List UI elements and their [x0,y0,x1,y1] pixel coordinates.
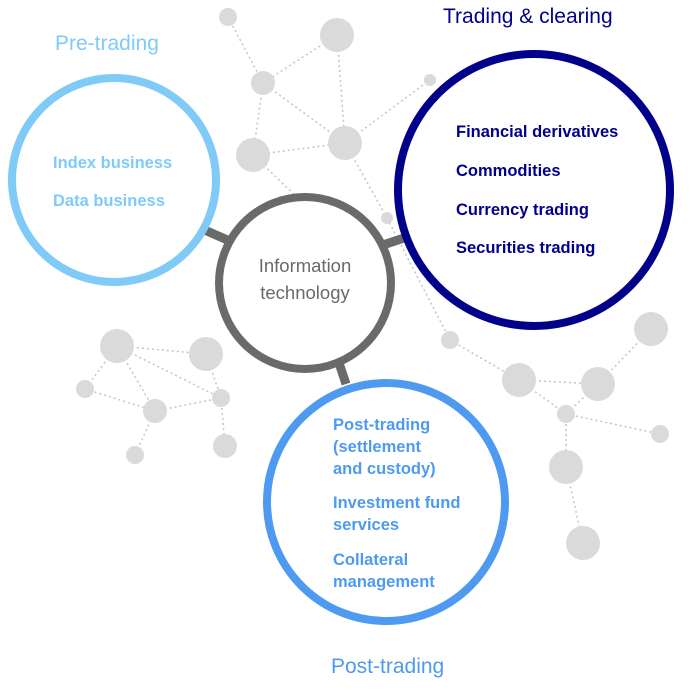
network-node [502,363,536,397]
network-node [212,389,230,407]
network-node [549,450,583,484]
network-node [634,312,668,346]
network-node [126,446,144,464]
trading-clearing-title: Trading & clearing [443,5,613,28]
post-item-fund-line1: Investment fund [333,494,461,512]
post-trading-title: Post-trading [331,655,445,678]
post-item-fund-line2: services [333,516,400,534]
network-edge [116,345,222,399]
post-item-settlement-line2: (settlement [333,438,422,456]
network-edge [262,82,346,144]
trading-item-financial-derivatives: Financial derivatives [456,123,619,141]
network-edge [84,388,156,412]
network-node [651,425,669,443]
network-node [557,405,575,423]
post-item-settlement-line3: and custody) [333,460,436,478]
trading-item-currency-trading: Currency trading [456,201,589,219]
pre-trading-item-index: Index business [53,154,173,172]
network-edge [336,34,346,144]
trading-item-commodities: Commodities [456,162,561,180]
network-node [143,399,167,423]
post-trading-item-collateral: Collateral management [333,549,435,593]
pre-trading-item-data: Data business [53,192,165,210]
network-node [236,138,270,172]
network-edge [344,142,388,219]
center-label-line2: technology [260,282,350,303]
network-node [100,329,134,363]
network-node [328,126,362,160]
network-node [381,212,393,224]
network-node [76,380,94,398]
network-node [581,367,615,401]
network-node [189,337,223,371]
network-edge [565,413,661,435]
network-node [219,8,237,26]
network-node [566,526,600,560]
post-trading-circle [263,379,509,625]
post-trading-item-settlement: Post-trading (settlement and custody) [333,414,436,480]
network-node [213,434,237,458]
information-technology-label: Information technology [225,252,385,306]
pre-trading-title: Pre-trading [55,32,159,55]
network-node [320,18,354,52]
network-edge [84,345,118,390]
post-item-collateral-line2: management [333,573,435,591]
post-item-settlement-line1: Post-trading [333,416,431,434]
post-item-collateral-line1: Collateral [333,551,409,569]
network-node [424,74,436,86]
network-node [251,71,275,95]
network-node [441,331,459,349]
post-trading-item-investment-fund: Investment fund services [333,492,460,536]
network-nodes [76,8,669,560]
trading-item-securities-trading: Securities trading [456,239,596,257]
pre-trading-circle [8,74,220,286]
information-technology-circle [215,193,395,373]
trading-clearing-circle [394,50,674,330]
center-label-line1: Information [258,255,352,276]
